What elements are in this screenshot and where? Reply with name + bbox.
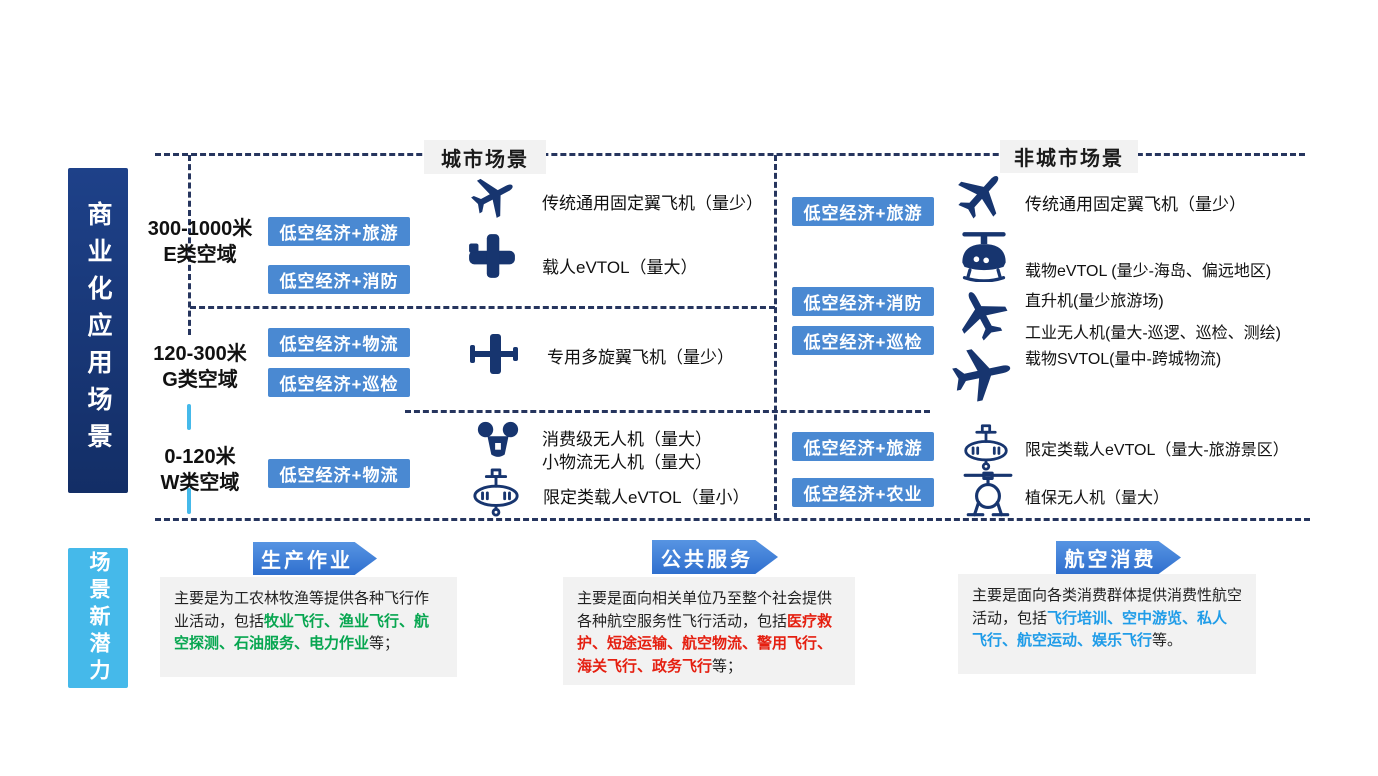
urban-aircraft-label: 小物流无人机（量大） bbox=[542, 453, 712, 472]
aviation-consumption-keywords: 飞行培训、空中游览、私人飞行、航空运动、娱乐飞行 bbox=[972, 609, 1228, 650]
nonurban-aircraft-label: 植保无人机（量大） bbox=[1025, 490, 1170, 507]
band-e-class: E类空域 bbox=[163, 244, 237, 267]
production-keywords: 牧业飞行、渔业飞行、航空探测、石油服务、电力作业 bbox=[174, 612, 430, 653]
cyan-tick-upper bbox=[187, 404, 191, 430]
e-g-band-divider bbox=[190, 306, 775, 309]
tag-nonurban-fire: 低空经济+消防 bbox=[792, 287, 934, 316]
tag-urban-logistics: 低空经济+物流 bbox=[268, 328, 410, 357]
public-services-text-end: 等； bbox=[712, 657, 743, 675]
public-services-banner: 公共服务 bbox=[652, 540, 778, 574]
g-w-band-divider bbox=[405, 410, 930, 413]
scenario-potential-label: 场景新潜力 bbox=[87, 550, 110, 686]
band-w-label: 0-120米 W类空域 bbox=[138, 444, 262, 497]
nonurban-aircraft-label: 直升机(量少旅游场) bbox=[1025, 293, 1164, 310]
urban-aircraft-label: 传统通用固定翼飞机（量少） bbox=[542, 194, 763, 213]
tag-nonurban-inspection: 低空经济+巡检 bbox=[792, 326, 934, 355]
non-urban-header: 非城市场景 bbox=[1000, 140, 1138, 173]
tag-nonurban-tourism-w: 低空经济+旅游 bbox=[792, 432, 934, 461]
tag-urban-inspection: 低空经济+巡检 bbox=[268, 368, 410, 397]
multirotor-aircraft-icon bbox=[465, 330, 523, 378]
tag-urban-tourism: 低空经济+旅游 bbox=[268, 217, 410, 246]
band-w-range: 0-120米 bbox=[164, 446, 236, 468]
production-operations-box: 主要是为工农林牧渔等提供各种飞行作业活动，包括牧业飞行、渔业飞行、航空探测、石油… bbox=[160, 577, 457, 677]
tag-nonurban-agriculture: 低空经济+农业 bbox=[792, 478, 934, 507]
top-dashed-line bbox=[155, 153, 1305, 156]
public-services-box: 主要是面向相关单位乃至整个社会提供各种航空服务性飞行活动，包括医疗救护、短途运输… bbox=[563, 577, 855, 685]
nonurban-aircraft-label: 载物SVTOL(量中-跨城物流) bbox=[1025, 351, 1222, 368]
fixed-wing-plane-icon bbox=[455, 154, 530, 238]
urban-aircraft-label: 限定类载人eVTOL（量小） bbox=[543, 488, 750, 507]
band-w-class: W类空域 bbox=[160, 472, 240, 495]
band-e-label: 300-1000米 E类空域 bbox=[138, 216, 262, 269]
band-e-range: 300-1000米 bbox=[147, 218, 253, 240]
restricted-evtol-icon bbox=[463, 467, 529, 517]
cargo-evtol-icon bbox=[955, 230, 1013, 282]
public-services-keywords: 医疗救护、短途运输、航空物流、警用飞行、海关飞行、政务飞行 bbox=[577, 612, 833, 675]
urban-aircraft-label: 载人eVTOL（量大） bbox=[542, 258, 698, 277]
bottom-dashed-line bbox=[155, 518, 1310, 521]
commercial-scenarios-label: 商业化应用场景 bbox=[84, 201, 112, 460]
nonurban-aircraft-label: 载物eVTOL (量少-海岛、偏远地区) bbox=[1025, 263, 1272, 280]
cyan-tick-lower bbox=[187, 488, 191, 514]
aviation-consumption-text-end: 等。 bbox=[1152, 632, 1183, 649]
tag-urban-fire: 低空经济+消防 bbox=[268, 265, 410, 294]
tag-nonurban-tourism: 低空经济+旅游 bbox=[792, 197, 934, 226]
left-dashed-line bbox=[188, 155, 191, 335]
nonurban-aircraft-label: 限定类载人eVTOL（量大-旅游景区） bbox=[1025, 442, 1289, 459]
nonurban-aircraft-label: 传统通用固定翼飞机（量少） bbox=[1025, 195, 1246, 214]
industrial-drone-plane-icon bbox=[941, 276, 1022, 355]
tilted-plane-icon bbox=[937, 152, 1025, 239]
restricted-evtol-icon bbox=[956, 423, 1016, 471]
band-g-class: G类空域 bbox=[162, 369, 238, 392]
urban-nonurban-divider bbox=[774, 155, 777, 519]
aviation-consumption-text: 主要是面向各类消费群体提供消费性航空活动，包括 bbox=[972, 587, 1243, 627]
tag-urban-logistics-w: 低空经济+物流 bbox=[268, 459, 410, 488]
cargo-svtol-plane-icon bbox=[942, 331, 1021, 417]
passenger-evtol-icon bbox=[462, 231, 522, 281]
production-operations-banner: 生产作业 bbox=[253, 542, 377, 575]
commercial-scenarios-bar: 商业化应用场景 bbox=[68, 168, 128, 493]
band-g-range: 120-300米 bbox=[153, 343, 247, 365]
band-g-label: 120-300米 G类空域 bbox=[138, 341, 262, 394]
public-services-text: 主要是面向相关单位乃至整个社会提供各种航空服务性飞行活动，包括 bbox=[577, 590, 833, 630]
production-text-end: 等； bbox=[369, 635, 400, 652]
aviation-consumption-box: 主要是面向各类消费群体提供消费性航空活动，包括飞行培训、空中游览、私人飞行、航空… bbox=[958, 574, 1256, 674]
urban-aircraft-label: 消费级无人机（量大） bbox=[542, 430, 712, 449]
aviation-consumption-banner: 航空消费 bbox=[1056, 541, 1181, 574]
nonurban-aircraft-label: 工业无人机(量大-巡逻、巡检、测绘) bbox=[1025, 325, 1281, 342]
scenario-potential-bar: 场景新潜力 bbox=[68, 548, 128, 688]
crop-protection-drone-icon bbox=[960, 468, 1016, 522]
production-text: 主要是为工农林牧渔等提供各种飞行作业活动，包括 bbox=[174, 590, 430, 630]
consumer-drone-icon bbox=[473, 420, 523, 466]
urban-aircraft-label: 专用多旋翼飞机（量少） bbox=[547, 348, 734, 367]
urban-header: 城市场景 bbox=[424, 140, 546, 174]
